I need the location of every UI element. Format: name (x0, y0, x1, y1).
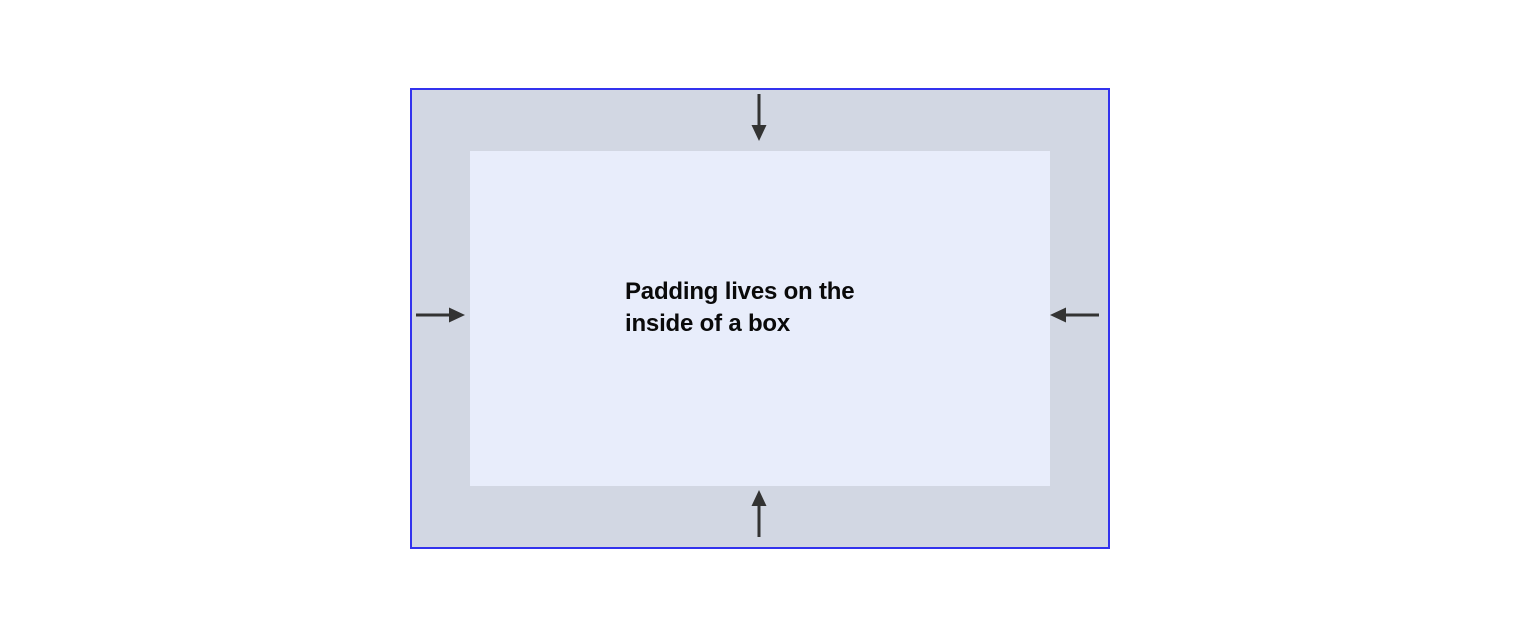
content-label: Padding lives on the inside of a box (625, 278, 855, 337)
content-area-box: Padding lives on the inside of a box (470, 151, 1050, 486)
